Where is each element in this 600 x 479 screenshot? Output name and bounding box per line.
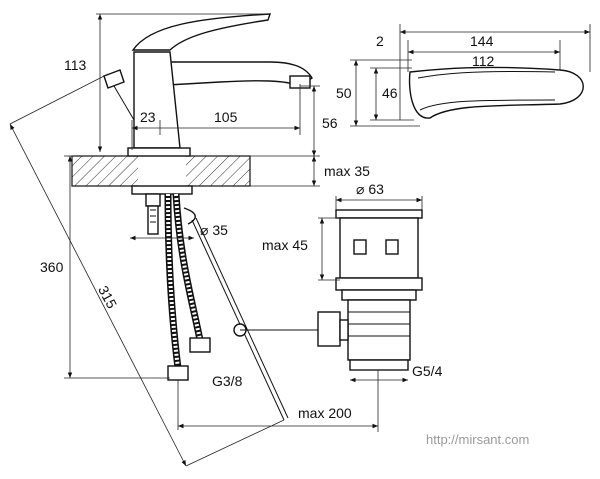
label-105: 105 xyxy=(214,109,238,125)
dimension-lines xyxy=(9,13,591,467)
label-dia63: ⌀ 63 xyxy=(356,181,384,197)
label-113: 113 xyxy=(64,57,87,73)
watermark: http://mirsant.com xyxy=(426,432,529,447)
label-56: 56 xyxy=(322,115,338,131)
popup-rod xyxy=(183,207,320,421)
label-g54: G5/4 xyxy=(412,363,443,379)
label-46: 46 xyxy=(382,85,398,101)
handle-top-view xyxy=(408,66,584,119)
label-23: 23 xyxy=(140,109,156,125)
dimension-labels: 113 23 105 56 max 35 ⌀ 35 360 315 G3/8 m… xyxy=(40,33,495,421)
mounting-nut xyxy=(131,185,193,235)
countertop xyxy=(71,154,251,190)
label-max200: max 200 xyxy=(298,405,352,421)
label-315: 315 xyxy=(95,283,120,311)
popup-waste xyxy=(317,209,423,371)
label-144: 144 xyxy=(470,33,494,49)
label-dia35: ⌀ 35 xyxy=(200,222,228,238)
label-g38: G3/8 xyxy=(212,373,243,389)
label-50: 50 xyxy=(336,85,352,101)
label-2: 2 xyxy=(376,33,384,49)
faucet-body xyxy=(103,13,313,157)
label-max35: max 35 xyxy=(324,163,370,179)
label-112: 112 xyxy=(472,53,495,69)
label-max45: max 45 xyxy=(262,237,308,253)
label-360: 360 xyxy=(40,259,64,275)
